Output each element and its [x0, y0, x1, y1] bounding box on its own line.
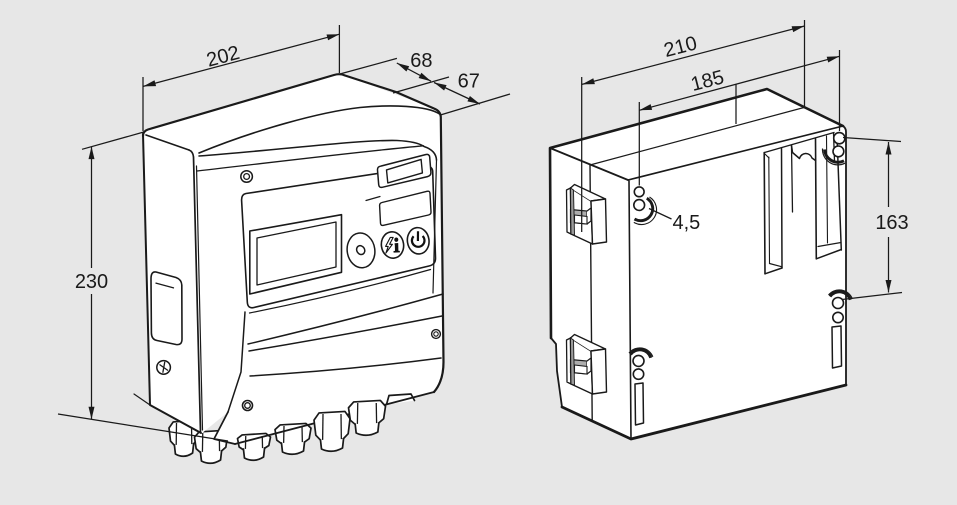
svg-text:67: 67 — [458, 71, 480, 93]
svg-text:4,5: 4,5 — [673, 212, 701, 234]
svg-text:230: 230 — [75, 271, 108, 293]
svg-text:68: 68 — [410, 50, 432, 72]
svg-text:163: 163 — [875, 212, 908, 234]
